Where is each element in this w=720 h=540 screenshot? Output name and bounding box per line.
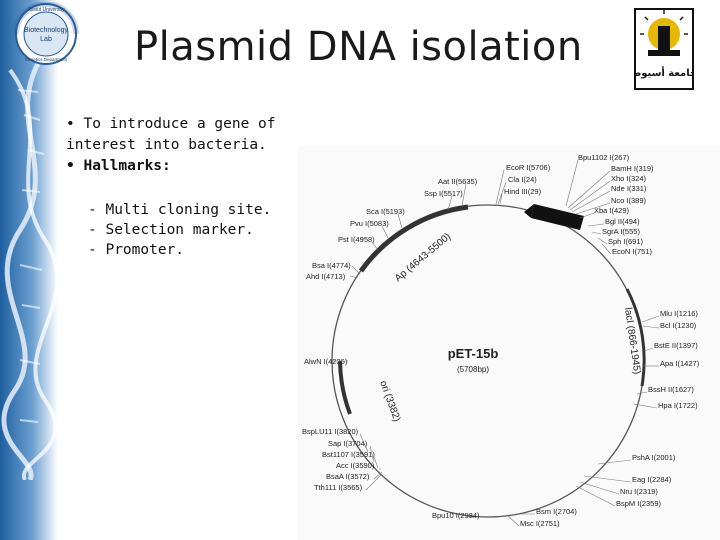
site-label: BsaA I(3572) [326,472,370,481]
site-label: Apa I(1427) [660,359,700,368]
mcs-arrow [524,204,534,218]
site-label: Acc I(3590) [336,461,375,470]
dna-helix-graphic [1,60,59,480]
site-label: Bst1107 I(3591) [322,450,375,459]
site-label: Bcl I(1230) [660,321,697,330]
site-label: Pvu I(5083) [350,219,389,228]
slide-title: Plasmid DNA isolation [134,24,583,70]
biotechnology-lab-logo: Assiut University Biotechnology Lab Gene… [13,2,79,65]
hallmark-sublist: - Multi cloning site. - Selection marker… [88,200,271,260]
site-label: Bgl II(494) [605,217,640,226]
ap-arc [358,204,469,273]
site-label: Xba I(429) [594,206,630,215]
site-leader-lines [332,159,660,527]
site-label: BspM I(2359) [616,499,662,508]
site-label: Cla I(24) [508,175,537,184]
site-label: AlwN I(4236) [304,357,348,366]
emblem-arabic-text: جامعة أسيوط [634,66,694,79]
logo-bottom-text: Genetics Department [25,57,68,62]
site-label: Nco I(389) [611,196,647,205]
sub-item-selection-marker: - Selection marker. [88,222,254,238]
site-label: Sph I(691) [608,237,644,246]
bullet-list: • To introduce a gene of interest into b… [66,114,306,177]
ori-arc [338,360,352,415]
mcs-block [531,204,584,230]
site-label: BssH II(1627) [648,385,694,394]
logo-arc-text: Assiut University [28,7,65,13]
feature-ori: ori (3382) [377,379,402,423]
plasmid-map-panel: pET-15b (5708bp) lacI (866-1945) Ap (464… [298,146,720,540]
site-label: Aat II(5635) [438,177,478,186]
plasmid-size: (5708bp) [457,365,489,374]
logo-name-line2: Lab [40,36,52,43]
site-label: Bsm I(2704) [536,507,577,516]
site-label: Bpu1102 I(267) [578,153,630,162]
bullet-purpose: • To introduce a gene of interest into b… [66,116,276,153]
sub-item-promoter: - Promoter. [88,242,185,258]
site-label: BstE II(1397) [654,341,698,350]
site-label: BspLU11 I(3820) [302,427,359,436]
site-label: Ahd I(4713) [306,272,346,281]
site-label: SgrA I(555) [602,227,640,236]
site-label: Hind III(29) [504,187,542,196]
site-label: Tth111 I(3565) [314,483,363,492]
sub-item-mcs: - Multi cloning site. [88,202,272,218]
site-label: Sca I(5193) [366,207,405,216]
plasmid-map: pET-15b (5708bp) lacI (866-1945) Ap (464… [302,153,700,528]
site-label: Nru I(2319) [620,487,658,496]
bullet-hallmarks: • Hallmarks: [66,158,171,174]
site-label: Nde I(331) [611,184,647,193]
site-label: Pst I(4958) [338,235,375,244]
plasmid-name: pET-15b [448,346,499,361]
feature-ap: Ap (4643-5500) [393,231,453,284]
site-label: Hpa I(1722) [658,401,698,410]
site-label: Eag I(2284) [632,475,672,484]
site-label: Sap I(3704) [328,439,368,448]
site-label: PshA I(2001) [632,453,676,462]
restriction-site-labels: Bpu1102 I(267) BamH I(319) Xho I(324) Nd… [302,153,700,528]
site-label: Bsa I(4774) [312,261,351,270]
assiut-university-emblem: جامعة أسيوط [634,8,694,90]
lacI-arc [625,288,646,387]
site-label: Bpu10 I(2984) [432,511,480,520]
site-label: Mlu I(1216) [660,309,698,318]
site-label: EcoN I(751) [612,247,653,256]
site-label: EcoR I(5706) [506,163,551,172]
site-label: BamH I(319) [611,164,654,173]
logo-name-line1: Biotechnology [24,27,68,34]
site-label: Msc I(2751) [520,519,560,528]
site-label: Ssp I(5517) [424,189,463,198]
site-label: Xho I(324) [611,174,647,183]
